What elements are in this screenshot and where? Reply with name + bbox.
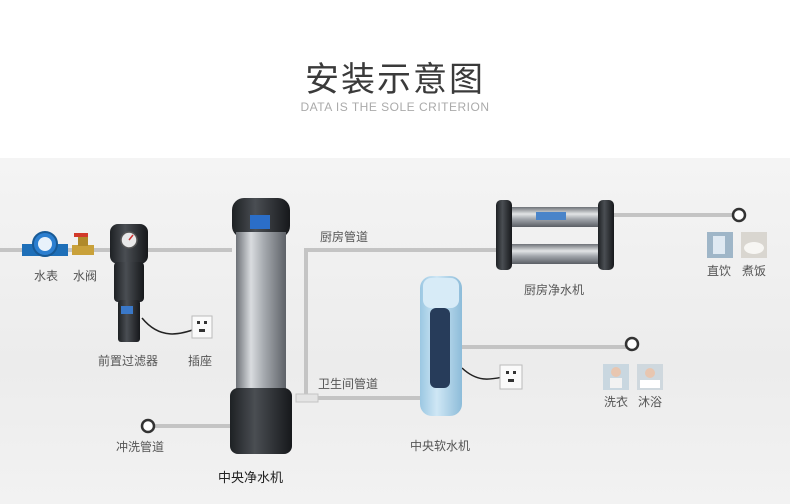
drink-photo-icon	[707, 232, 733, 258]
label-central-softener: 中央软水机	[410, 439, 471, 453]
pipe-tee-icon	[295, 393, 319, 403]
label-central-purifier: 中央净水机	[218, 471, 284, 486]
label-prefilter: 前置过滤器	[98, 354, 159, 368]
water-meter-icon	[22, 231, 68, 257]
label-flush-pipe: 冲洗管道	[116, 440, 165, 454]
prefilter-cable	[141, 317, 199, 335]
pipe-end-icon	[140, 207, 747, 434]
label-drinking: 直饮	[707, 264, 732, 278]
label-cooking: 煮饭	[742, 264, 767, 278]
label-bathing: 沐浴	[638, 395, 663, 409]
label-kitchen-pipe: 厨房管道	[320, 230, 369, 244]
socket-icon	[191, 315, 213, 339]
label-laundry: 洗衣	[604, 395, 629, 409]
prefilter-icon	[110, 224, 148, 342]
label-water-meter: 水表	[34, 269, 59, 283]
kitchen-filter-icon	[496, 200, 614, 270]
label-socket: 插座	[188, 354, 213, 368]
page-subtitle: DATA IS THE SOLE CRITERION	[300, 100, 490, 114]
laundry-photo-icon	[603, 364, 629, 390]
valve-icon	[72, 233, 94, 255]
purifier-icon	[230, 198, 292, 454]
socket-icon	[499, 364, 523, 390]
label-bathroom-pipe: 卫生间管道	[318, 377, 379, 391]
label-kitchen-purifier: 厨房净水机	[524, 283, 585, 297]
bath-photo-icon	[637, 364, 663, 390]
rice-photo-icon	[741, 232, 767, 258]
label-valve: 水阀	[73, 269, 98, 283]
softener-icon	[420, 276, 462, 416]
page-title: 安装示意图	[305, 60, 485, 100]
